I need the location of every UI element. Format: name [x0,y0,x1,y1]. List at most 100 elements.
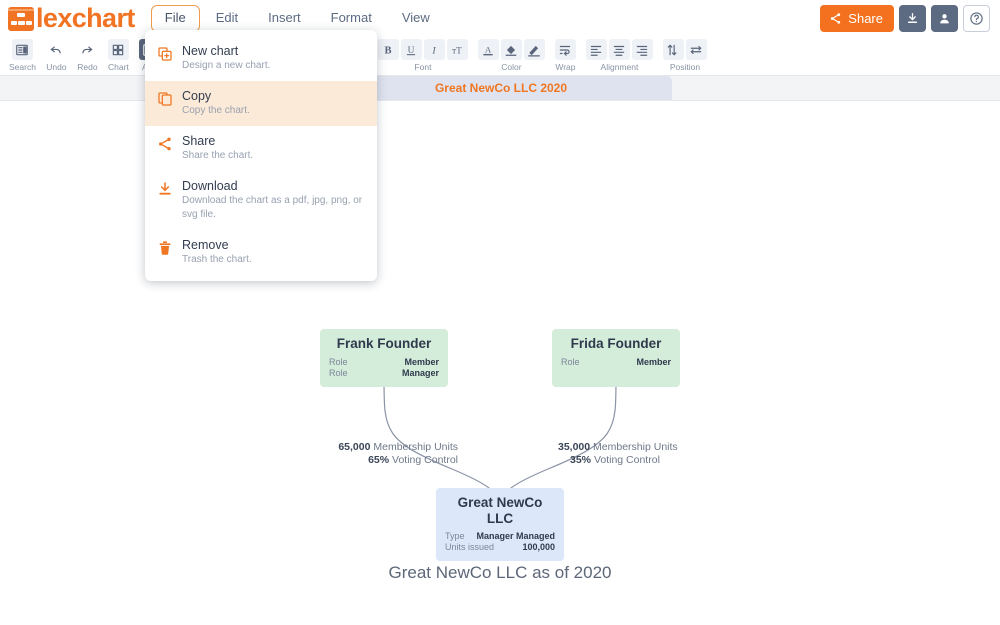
share-button-label: Share [848,11,883,26]
svg-text:I: I [432,45,437,56]
bold-icon: B [385,45,392,56]
file-menu-item-subtitle: Download the chart as a pdf, jpg, png, o… [182,195,363,220]
trash-icon-wrap [157,237,173,256]
toolbar-group-wrap: Wrap [550,37,581,72]
toolbar-group-undo: Undo [41,37,72,72]
toolbar-group-label: Wrap [555,62,576,72]
font-size-icon: тT [453,46,463,56]
file-menu-item-subtitle: Copy the chart. [182,105,250,116]
toolbar-button-redo-arrow[interactable] [77,39,98,60]
node-row-value: Manager [401,367,439,378]
chart-tab[interactable]: Great NewCo LLC 2020 [330,76,672,100]
menu-item-format[interactable]: Format [330,10,372,26]
download-icon [907,12,918,24]
node-row-key: Units issued [445,542,495,553]
toolbar-button-fill-color[interactable] [500,39,522,60]
text-wrap-icon [560,45,571,56]
toolbar-button-italic[interactable]: I [423,39,445,60]
toolbar-group-label: Search [9,62,36,72]
edge-label-number: 35% [570,454,592,466]
edge-label-text: Membership Units [373,441,458,453]
file-menu-item-title: New chart [182,44,239,58]
node-frank-founder[interactable]: Frank Founder Role Member Role Manager [320,329,448,387]
node-row: Units issued 100,000 [445,542,555,553]
svg-text:U: U [408,45,415,55]
new-chart-icon [158,47,172,61]
chart-canvas[interactable]: Frank Founder Role Member Role Manager F… [0,101,1000,625]
account-button[interactable] [931,5,958,32]
brand-logo[interactable]: lexchart [8,5,135,32]
file-menu-item-subtitle: Share the chart. [182,150,254,161]
user-icon [940,14,949,24]
move-vertical-icon [668,44,677,55]
question-circle-icon [970,12,983,25]
node-frida-founder[interactable]: Frida Founder Role Member [552,329,680,387]
fill-color-icon [506,45,517,56]
toolbar-group-label: Chart [108,62,129,72]
file-menu-item-subtitle: Trash the chart. [182,254,252,265]
toolbar-button-underline[interactable]: U [400,39,422,60]
trash-icon [159,241,171,255]
toolbar-button-font-size[interactable]: тT [446,39,468,60]
edge-label-text: Voting Control [392,454,458,466]
edge-label-line: 35% Voting Control [558,454,778,467]
node-great-newco-llc[interactable]: Great NewCo LLC Type Manager Managed Uni… [436,488,564,562]
node-row: Type Manager Managed [445,531,555,542]
edge-label-number: 65,000 [338,441,371,453]
menu-item-file[interactable]: File [150,5,200,32]
help-button[interactable] [963,5,990,32]
download-icon [159,182,171,195]
toolbar-button-text-wrap[interactable] [554,39,576,60]
move-horizontal-icon [691,45,702,54]
toolbar-button-align-right[interactable] [631,39,653,60]
toolbar-button-move-horizontal[interactable] [685,39,707,60]
toolbar-button-move-vertical[interactable] [662,39,684,60]
node-row-key: Role [329,367,348,378]
toolbar-group-chart: Chart [103,37,134,72]
file-menu-item-title: Share [182,134,216,148]
toolbar-button-search-list[interactable] [11,39,33,60]
share-button[interactable]: Share [820,5,894,32]
menu-item-insert[interactable]: Insert [268,10,301,26]
grid-squares-icon [113,44,124,55]
download-button[interactable] [899,5,926,32]
svg-text:тT: тT [453,46,463,56]
edge-label-frida: 35,000 Membership Units 35% Voting Contr… [558,441,778,467]
toolbar-button-undo-arrow[interactable] [46,39,67,60]
file-menu-item-title: Download [182,179,238,193]
brand-name: lexchart [36,3,135,33]
share-nodes-icon-wrap [157,133,173,152]
chart-tab-label: Great NewCo LLC 2020 [434,81,568,95]
toolbar-group-label: Alignment [600,62,639,72]
menu-bar: File Edit Insert Format View [150,5,444,32]
text-color-icon: A [483,44,494,55]
download-icon-wrap [157,178,173,197]
node-row-key: Role [329,356,348,367]
edge-label-line: 35,000 Membership Units [558,441,778,454]
node-row-value: Member [636,356,671,367]
file-menu-item-subtitle: Design a new chart. [182,60,271,71]
edge-label-text: Voting Control [593,454,660,466]
toolbar-button-line-color[interactable] [523,39,545,60]
toolbar-button-bold[interactable]: B [377,39,399,60]
toolbar-button-grid-squares[interactable] [107,39,129,60]
toolbar-group-label: Position [669,62,701,72]
menu-item-view[interactable]: View [401,10,430,26]
org-chart-logo-icon [8,6,34,31]
toolbar-button-align-left[interactable] [585,39,607,60]
toolbar-group-alignment: Alignment [581,37,658,72]
toolbar-button-text-color[interactable]: A [477,39,499,60]
edge-label-line: 65,000 Membership Units [258,441,458,454]
toolbar-button-align-center[interactable] [608,39,630,60]
menu-item-edit[interactable]: Edit [215,10,239,26]
align-right-icon [637,45,648,56]
node-row-key: Type [445,531,465,542]
